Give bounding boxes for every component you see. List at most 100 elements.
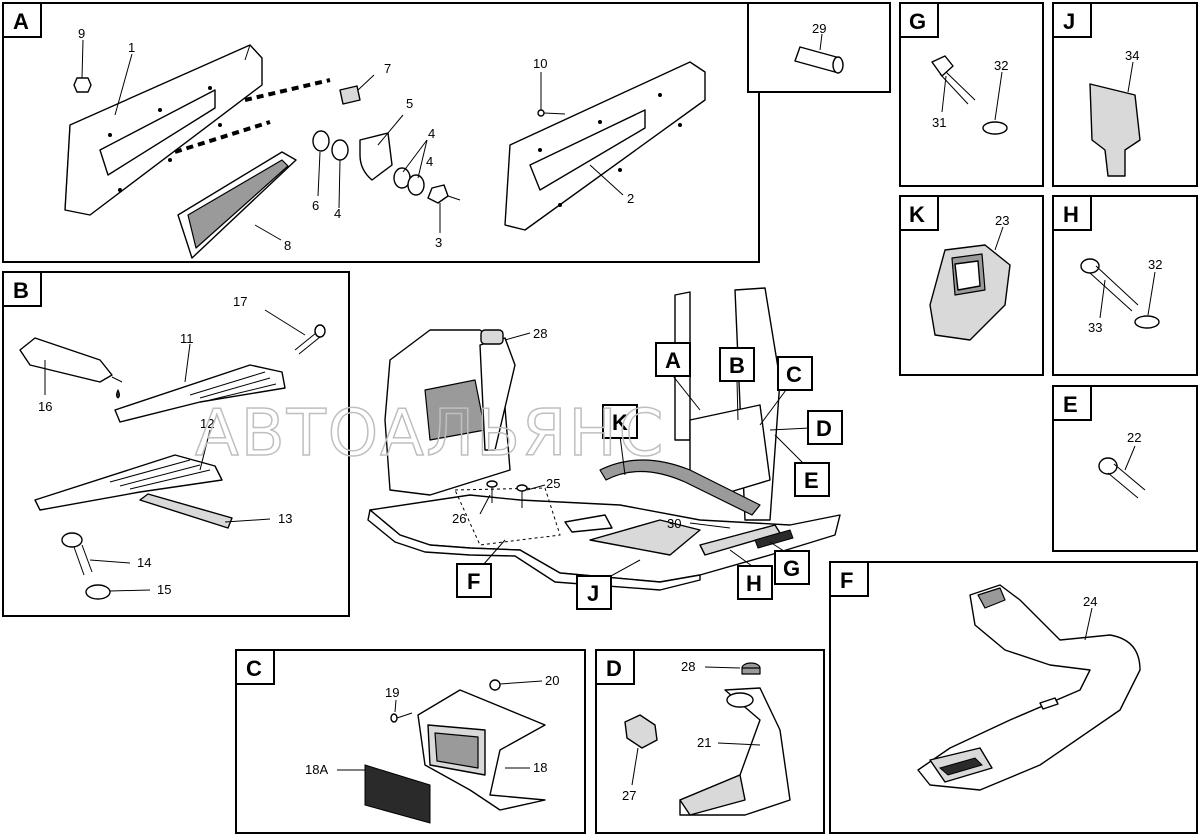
nut-3-part: [427, 184, 449, 204]
washer-4-part: [331, 139, 349, 161]
nut-9-part: [73, 77, 92, 93]
svg-text:G: G: [783, 556, 800, 581]
label-25: 25: [546, 476, 560, 491]
panel-a-tag: A: [13, 9, 29, 34]
label-5: 5: [406, 96, 413, 111]
bolt-26-part: [486, 480, 498, 503]
washer-15-part: [85, 584, 111, 600]
label-8: 8: [284, 238, 291, 253]
svg-text:E: E: [804, 468, 819, 493]
panel-b-tag: B: [13, 278, 29, 303]
panel-g: G 32 31: [899, 2, 1044, 187]
duct-24-part: [917, 584, 1141, 791]
callout-c: C: [777, 356, 813, 391]
panel-j: J 34: [1052, 2, 1198, 187]
svg-text:B: B: [729, 353, 745, 378]
label-33: 33: [1088, 320, 1102, 335]
label-22: 22: [1127, 430, 1141, 445]
sealant-tube-16-part: [19, 337, 123, 399]
clip-20-part: [489, 679, 501, 691]
panel-d-tag: D: [606, 656, 622, 681]
panel-k-tag: K: [909, 202, 925, 227]
panel-k: K 23: [899, 195, 1044, 376]
plate-11-part: [114, 364, 286, 423]
svg-text:J: J: [587, 581, 599, 606]
label-24: 24: [1083, 594, 1097, 609]
label-20: 20: [545, 673, 559, 688]
label-2: 2: [627, 191, 634, 206]
plate-12-part: [34, 454, 223, 511]
washer-32g-part: [982, 121, 1008, 135]
callout-d: D: [807, 410, 843, 445]
duct-23-part: [929, 244, 1011, 341]
duct-21-part: [679, 687, 791, 816]
label-18: 18: [533, 760, 547, 775]
side-frame-right-part: [504, 61, 706, 231]
panel-j-tag: J: [1063, 9, 1075, 34]
callout-j: J: [576, 575, 612, 610]
callout-h: H: [737, 565, 773, 600]
label-6: 6: [312, 198, 319, 213]
bolt-17-part: [294, 324, 326, 355]
label-21: 21: [697, 735, 711, 750]
clip-27-part: [624, 714, 658, 749]
panel-h: H 32 33: [1052, 195, 1198, 376]
filter-18a-part: [364, 764, 431, 824]
bolt-25-part: [516, 484, 528, 508]
washer-4c-part: [407, 174, 425, 196]
callout-k: K: [602, 404, 638, 439]
label-4c: 4: [334, 206, 341, 221]
label-10: 10: [533, 56, 547, 71]
label-32g: 32: [994, 58, 1008, 73]
bolt-33-part: [1080, 258, 1139, 312]
label-17: 17: [233, 294, 247, 309]
cap-28-part: [741, 662, 761, 675]
panel-h-tag: H: [1063, 202, 1079, 227]
bolt-31-part: [931, 55, 976, 105]
filter-8-part: [177, 151, 297, 259]
svg-text:K: K: [612, 410, 628, 435]
svg-text:C: C: [786, 362, 802, 387]
label-9: 9: [78, 26, 85, 41]
panel-c: C 20 19 18A 18: [235, 649, 586, 834]
label-26: 26: [452, 511, 466, 526]
svg-text:A: A: [665, 348, 681, 373]
tube-29-part: [794, 46, 844, 74]
label-4a: 4: [428, 126, 435, 141]
label-34: 34: [1125, 48, 1139, 63]
svg-text:D: D: [816, 416, 832, 441]
label-31: 31: [932, 115, 946, 130]
svg-text:H: H: [746, 571, 762, 596]
label-7: 7: [384, 61, 391, 76]
callout-g: G: [774, 550, 810, 585]
label-18a: 18A: [305, 762, 328, 777]
panel-f: F 24: [829, 561, 1198, 834]
panel-d: D 28 21 27: [595, 649, 825, 834]
callout-a: A: [655, 342, 691, 377]
label-14: 14: [137, 555, 151, 570]
bracket-5-part: [359, 132, 393, 181]
duct-18-part: [417, 689, 546, 811]
callout-e: E: [794, 462, 830, 497]
label-4b: 4: [426, 154, 433, 169]
label-3: 3: [435, 235, 442, 250]
screw-19-part: [390, 712, 413, 723]
label-27: 27: [622, 788, 636, 803]
panel-29: 29: [747, 2, 891, 93]
label-28-overview: 28: [533, 326, 547, 341]
overview-assembly: 28 25 26 30 A B C D E K F J H G: [367, 287, 843, 610]
reservoir-tank-part: [384, 329, 516, 496]
label-16: 16: [38, 399, 52, 414]
washer-6-part: [312, 130, 330, 152]
callout-f: F: [456, 563, 492, 598]
label-30: 30: [667, 516, 681, 531]
screw-22-part: [1098, 457, 1146, 499]
label-19: 19: [385, 685, 399, 700]
screw-10-part: [537, 109, 566, 117]
panel-e-tag: E: [1063, 392, 1078, 417]
panel-e: E 22: [1052, 385, 1198, 552]
label-12: 12: [200, 416, 214, 431]
label-1: 1: [128, 40, 135, 55]
panel-g-tag: G: [909, 9, 926, 34]
